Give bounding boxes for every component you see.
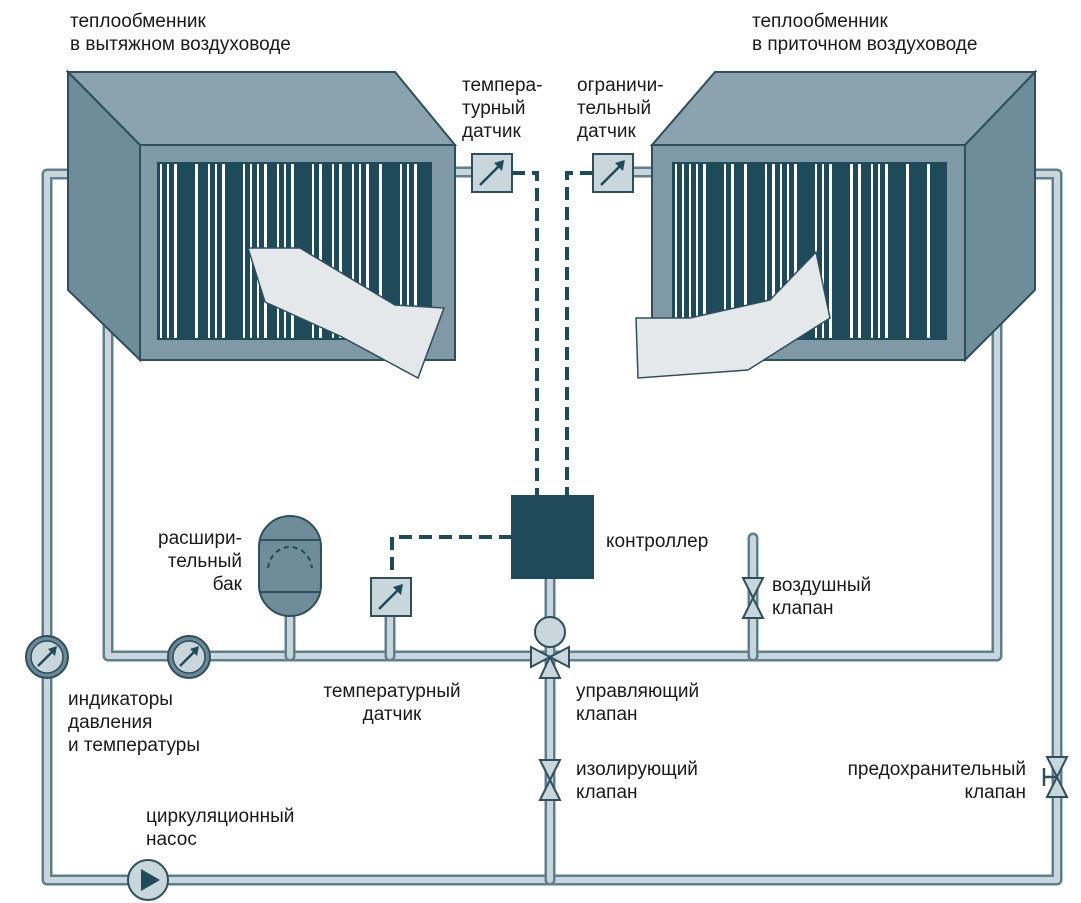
- pressure-temperature-gauge-left: [25, 635, 69, 679]
- coil-fin: [332, 164, 334, 338]
- coil-fin: [319, 164, 322, 338]
- coil-fin: [174, 164, 177, 338]
- coil-fin: [215, 164, 217, 338]
- coil-fin: [794, 164, 797, 338]
- temperature-sensor-top: [471, 153, 513, 193]
- circulation-pump: [127, 859, 169, 901]
- air-valve: [741, 577, 765, 619]
- label-expansion-tank: расшири- тельный бак: [158, 528, 242, 595]
- label-controller: контроллер: [606, 531, 709, 552]
- label-safety-valve: предохранительный клапан: [847, 759, 1026, 803]
- control-signal-lines: [390, 171, 593, 576]
- coil-fin: [414, 164, 417, 338]
- coil-fin: [829, 164, 832, 338]
- label-control-valve: управляющий клапан: [576, 681, 700, 725]
- coil-fin: [400, 164, 402, 338]
- coil-fin: [312, 164, 314, 338]
- coil-fin: [352, 164, 354, 338]
- coil-fin: [167, 164, 169, 338]
- controller-box: [511, 495, 594, 579]
- coil-fin: [696, 164, 698, 338]
- label-isolating-valve: изолирующий клапан: [576, 759, 698, 803]
- exhaust-heat-exchanger: [65, 69, 458, 380]
- coil-fin: [366, 164, 369, 338]
- coil-fin: [359, 164, 361, 338]
- coil-fin: [927, 164, 930, 338]
- coil-fin: [822, 164, 824, 338]
- coil-fin: [780, 164, 782, 338]
- coil-fin: [208, 164, 210, 338]
- label-temp-sensor-bottom: температурный датчик: [323, 681, 461, 725]
- coil-fin: [339, 164, 342, 338]
- coil-fin: [379, 164, 382, 338]
- coil-fin: [772, 164, 775, 338]
- coil-fin: [787, 164, 789, 338]
- coil-fin: [885, 164, 888, 338]
- airflow-arrow-right: [635, 250, 831, 379]
- label-temp-sensor-top: темпера- турный датчик: [462, 75, 543, 142]
- coil-fin: [731, 164, 734, 338]
- airflow-arrow-left: [246, 247, 446, 380]
- coil-fin: [703, 164, 706, 338]
- coil-fin: [858, 164, 861, 338]
- temperature-sensor-bottom: [370, 577, 412, 617]
- coil-fin: [160, 164, 162, 338]
- coil-fin: [682, 164, 684, 338]
- label-supply-exchanger: теплообменник в приточном воздуховоде: [752, 11, 978, 55]
- coil-fin: [243, 164, 245, 338]
- isolating-valve: [538, 759, 562, 801]
- label-air-valve: воздушный клапан: [772, 575, 872, 619]
- coil-fin: [407, 164, 409, 338]
- coil-fin: [906, 164, 909, 338]
- label-indicators: индикаторы давления и температуры: [68, 689, 201, 756]
- pressure-temperature-gauge-inner: [167, 635, 211, 679]
- coil-fin: [689, 164, 691, 338]
- coil-fin: [724, 164, 726, 338]
- coil-fin: [744, 164, 747, 338]
- coil-fin: [675, 164, 677, 338]
- supply-heat-exchanger: [635, 69, 1038, 379]
- label-pump: циркуляционный насос: [146, 806, 295, 850]
- label-exhaust-exchanger: теплообменник в вытяжном воздуховоде: [70, 11, 291, 55]
- coil-fin: [850, 164, 853, 338]
- label-limit-sensor: ограничи- тельный датчик: [577, 75, 664, 142]
- expansion-tank: [258, 515, 322, 617]
- coil-fin: [871, 164, 873, 338]
- control-valve: [530, 616, 570, 679]
- limit-sensor: [592, 153, 634, 193]
- coil-fin: [222, 164, 225, 338]
- coil-fin: [878, 164, 880, 338]
- coil-fin: [195, 164, 198, 338]
- coil-fin: [765, 164, 767, 338]
- safety-valve: [1042, 756, 1069, 798]
